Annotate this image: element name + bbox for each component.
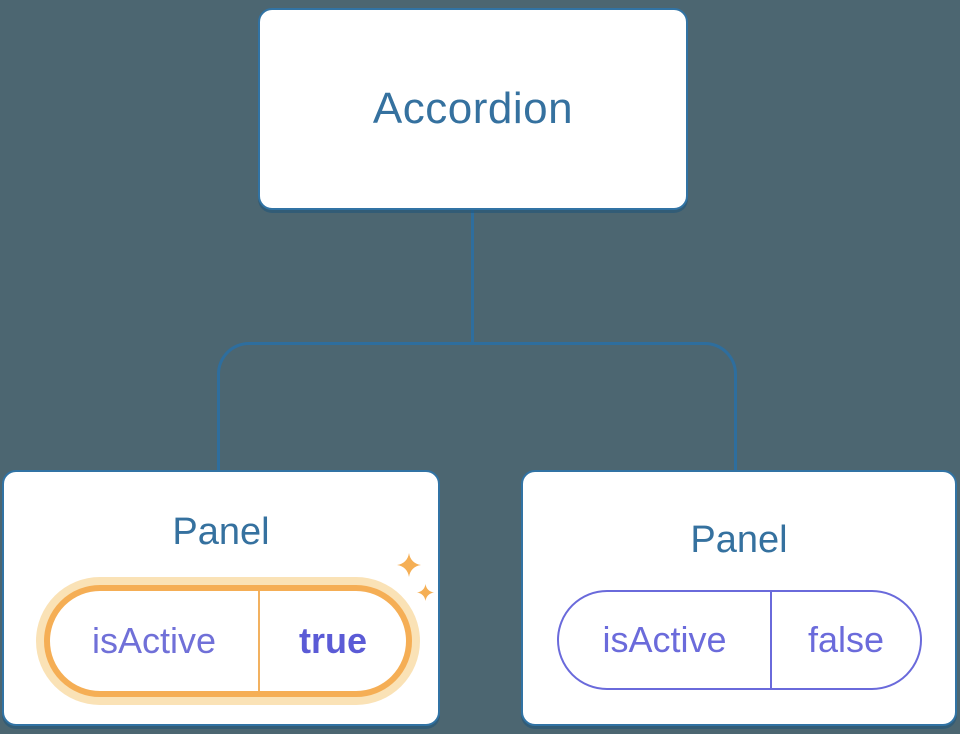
connector-trunk-line xyxy=(471,210,474,345)
panel-title: Panel xyxy=(172,511,270,553)
accordion-node: Accordion xyxy=(258,8,688,210)
state-value: true xyxy=(298,620,367,661)
state-value: false xyxy=(807,619,885,660)
accordion-node-label: Accordion xyxy=(372,84,574,133)
state-name: isActive xyxy=(91,620,217,661)
panel-node-inactive: Panel isActive false xyxy=(521,470,957,726)
pill-divider xyxy=(258,591,260,691)
sparkle-icon xyxy=(397,553,421,577)
state-name: isActive xyxy=(602,619,727,660)
panel-node-active: Panel isActive true xyxy=(2,470,440,726)
pill-divider xyxy=(770,592,772,688)
panel-title: Panel xyxy=(690,519,788,561)
state-pill-active: isActive true xyxy=(44,585,412,697)
connector-branch-lines xyxy=(217,342,737,470)
state-pill-inactive: isActive false xyxy=(557,590,922,690)
sparkle-icon xyxy=(417,584,434,601)
